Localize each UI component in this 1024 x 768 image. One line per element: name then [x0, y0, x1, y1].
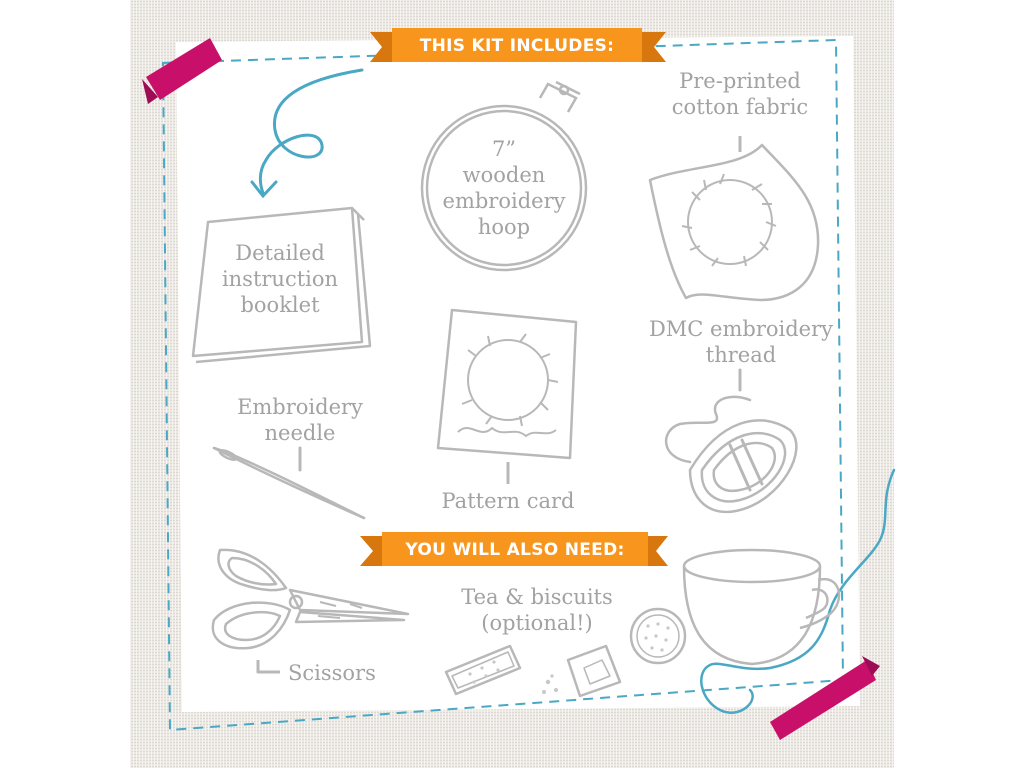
teacup-icon: [682, 548, 841, 666]
also-need-banner: [360, 532, 668, 566]
tea-label: Tea & biscuits (optional!): [461, 585, 613, 635]
kit-includes-title: THIS KIT INCLUDES:: [419, 36, 615, 56]
pattern-card-label: Pattern card: [441, 489, 575, 513]
thread-label: DMC embroidery thread: [648, 317, 834, 367]
kit-card: [176, 36, 860, 712]
booklet-label: Detailed instruction booklet: [221, 241, 339, 317]
embroidery-hoop-icon: [420, 80, 588, 272]
also-need-title: YOU WILL ALSO NEED:: [405, 540, 625, 560]
fabric-icon: [648, 136, 820, 302]
biscuits-icon: [444, 607, 687, 698]
hoop-label: 7” wooden embroidery hoop: [442, 137, 566, 239]
tape-bottom-right: [770, 660, 876, 740]
arrow-swirl-icon: [250, 68, 364, 199]
scissors-label: Scissors: [288, 661, 376, 685]
scissors-icon: [211, 548, 410, 674]
kit-includes-banner: [370, 28, 666, 62]
tape-top-left: [146, 38, 222, 100]
fabric-label: Pre-printed cotton fabric: [671, 69, 809, 119]
thread-skein-icon: [664, 368, 798, 514]
loose-thread-icon: [700, 468, 896, 714]
needle-label: Embroidery needle: [237, 395, 363, 445]
needle-icon: [212, 446, 366, 520]
booklet-icon: [191, 206, 372, 364]
pattern-card-icon: [436, 308, 578, 484]
